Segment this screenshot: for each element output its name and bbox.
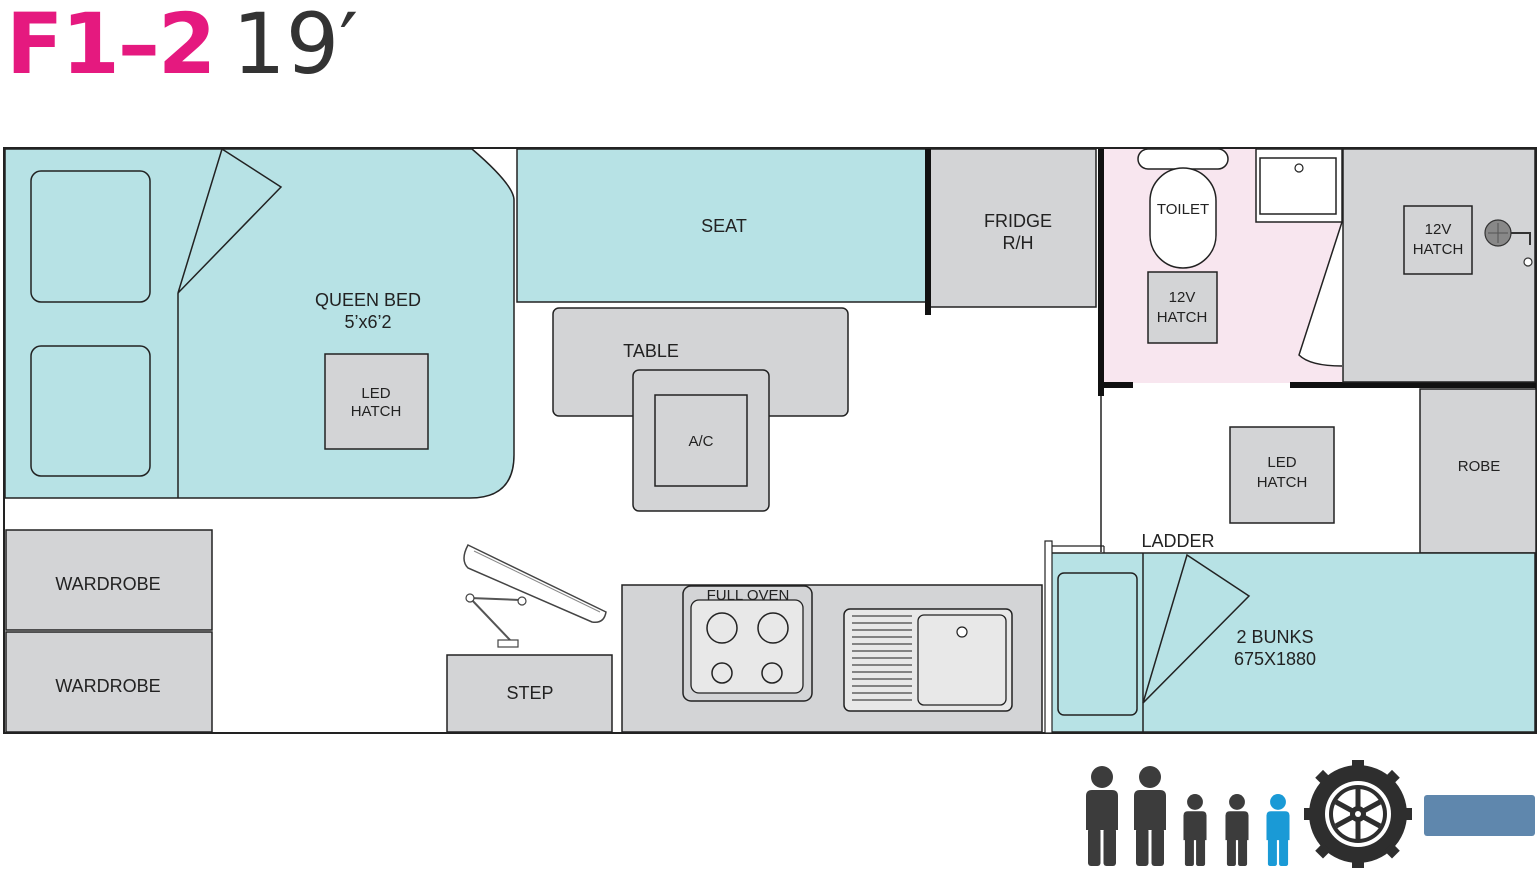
burner-icon bbox=[706, 612, 738, 644]
bathroom: TOILET 12V HATCH bbox=[1098, 148, 1536, 396]
wardrobe-top: WARDROBE bbox=[5, 529, 213, 631]
led-hatch-rear-line2: HATCH bbox=[1257, 474, 1308, 491]
pillow bbox=[30, 170, 151, 303]
queen-bed: QUEEN BED 5’x6’2 LED HATCH bbox=[4, 147, 515, 499]
fridge: FRIDGE R/H bbox=[925, 148, 1097, 315]
hatch-12v-rear-line2: HATCH bbox=[1413, 241, 1464, 258]
wardrobe-bottom-label: WARDROBE bbox=[55, 676, 160, 696]
hatch-12v-bathroom: 12V HATCH bbox=[1147, 271, 1218, 344]
step-label: STEP bbox=[506, 683, 553, 703]
full-oven-label: FULL OVEN bbox=[707, 587, 790, 604]
person-child-icon bbox=[1266, 794, 1290, 866]
wardrobe-top-label: WARDROBE bbox=[55, 574, 160, 594]
burner-icon bbox=[757, 612, 789, 644]
occupancy-icons bbox=[1086, 766, 1290, 866]
bunk-pillow bbox=[1057, 572, 1138, 716]
ac-label: A/C bbox=[688, 433, 713, 450]
robe: ROBE bbox=[1419, 388, 1537, 554]
burner-icon bbox=[711, 662, 733, 684]
ladder bbox=[1044, 540, 1053, 734]
offroad-tyre-icon bbox=[1304, 760, 1412, 868]
table-label: TABLE bbox=[623, 341, 679, 361]
person-child-icon bbox=[1225, 794, 1249, 866]
ladder-label: LADDER bbox=[1141, 531, 1214, 551]
queen-bed-label: QUEEN BED bbox=[315, 290, 421, 310]
seat-label: SEAT bbox=[701, 216, 747, 236]
seat: SEAT bbox=[516, 148, 927, 303]
hatch-12v-bathroom-line1: 12V bbox=[1169, 289, 1196, 306]
model-name: F1–2 bbox=[6, 0, 216, 93]
toilet: TOILET bbox=[1137, 148, 1229, 269]
entry-door-icon bbox=[463, 544, 607, 648]
robe-label: ROBE bbox=[1458, 458, 1501, 475]
ac-vent bbox=[654, 394, 748, 487]
burner-icon bbox=[761, 662, 783, 684]
drainer-icon bbox=[852, 615, 912, 701]
bathroom-basin bbox=[1255, 148, 1343, 223]
wardrobe-bottom: WARDROBE bbox=[5, 631, 213, 733]
led-hatch-rear-line1: LED bbox=[1267, 454, 1296, 471]
fridge-line1: FRIDGE bbox=[984, 211, 1052, 231]
led-hatch-rear: LED HATCH bbox=[1229, 426, 1335, 524]
shower-door bbox=[1298, 221, 1343, 367]
queen-bed-size: 5’x6’2 bbox=[344, 312, 391, 332]
person-adult-icon bbox=[1086, 766, 1118, 866]
led-hatch-bed-line2: HATCH bbox=[351, 403, 402, 420]
full-oven: FULL OVEN bbox=[682, 585, 813, 702]
model-length: 19′ bbox=[232, 0, 359, 93]
person-adult-icon bbox=[1134, 766, 1166, 866]
rear-cabinet: 12V HATCH bbox=[1342, 148, 1536, 383]
toilet-label: TOILET bbox=[1157, 201, 1209, 218]
shower-head-icon bbox=[1484, 219, 1533, 267]
pillow bbox=[30, 345, 151, 477]
bunks-size: 675X1880 bbox=[1234, 649, 1316, 669]
kitchen-sink bbox=[843, 608, 1013, 712]
bunks-label: 2 BUNKS bbox=[1236, 627, 1313, 647]
step: STEP bbox=[446, 654, 613, 733]
led-hatch-bed-line1: LED bbox=[361, 385, 390, 402]
bed-folded-corner bbox=[177, 147, 283, 294]
table: TABLE A/C bbox=[552, 307, 849, 512]
hatch-12v-rear-line1: 12V bbox=[1425, 221, 1452, 238]
hatch-12v-bathroom-line2: HATCH bbox=[1157, 309, 1208, 326]
bunks: 2 BUNKS 675X1880 bbox=[1044, 540, 1536, 734]
fridge-line2: R/H bbox=[1003, 233, 1034, 253]
bunk-folded-corner bbox=[1142, 553, 1251, 704]
led-hatch-bed: LED HATCH bbox=[324, 353, 429, 450]
person-child-icon bbox=[1183, 794, 1207, 866]
kitchen-bench: FULL OVEN bbox=[621, 584, 1043, 733]
badge bbox=[1424, 795, 1535, 836]
